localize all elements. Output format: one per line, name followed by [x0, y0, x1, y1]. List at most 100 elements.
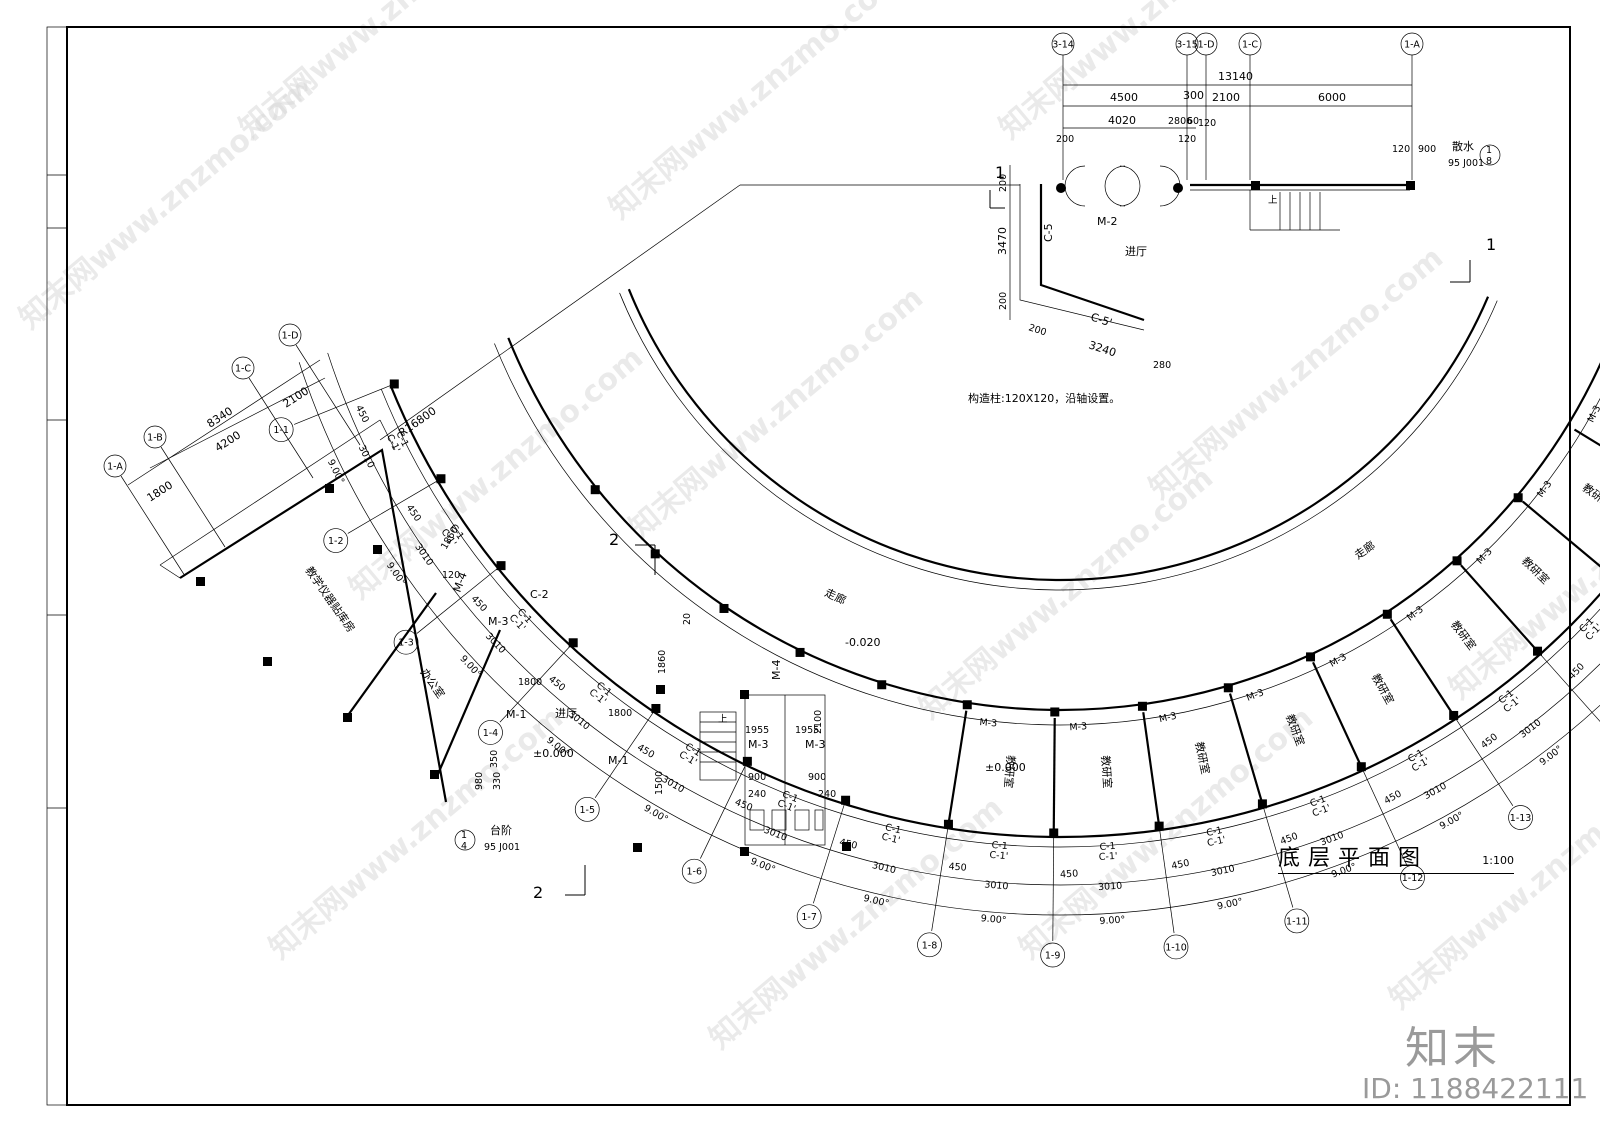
corridor-label-right: 走廊	[1352, 538, 1378, 562]
steps-detail-ref: 95 J001	[484, 842, 520, 853]
dim-entrance-4: 200	[1027, 322, 1048, 338]
column-corridor-1-13	[1382, 609, 1392, 619]
watermark-text: 知末网www.znzmo.com	[1143, 240, 1450, 506]
room-label-teaching-12: 教研室	[1448, 618, 1479, 653]
axis-label-1-11: 1-11	[1286, 916, 1308, 927]
dim-entrance-3: 200	[998, 292, 1009, 310]
dim-left-seg-1: 1800	[145, 478, 176, 504]
section-marks: 1 1 2 2	[533, 163, 1496, 902]
partition-wall-1-10	[1142, 712, 1160, 823]
column-outer-1-3	[496, 561, 506, 571]
left-axis-line-1-B	[160, 446, 226, 548]
axis-line-1-3	[416, 567, 499, 634]
column-outer-1-13	[1449, 710, 1459, 720]
axis-label-1-3: 1-3	[398, 638, 414, 649]
angle-label-8: 9.00°	[1099, 914, 1126, 927]
room-label-entry-hall-left: 进厅	[555, 707, 577, 720]
left-axis-label-1-A: 1-A	[107, 462, 123, 473]
detail-sheet-apron: 8	[1486, 156, 1492, 167]
column-corridor-1-14	[1452, 556, 1462, 566]
misc-dim-1800-a: 1800	[518, 677, 542, 688]
bay-dim-12: 3010	[1518, 717, 1544, 740]
left-axis-line-1-C	[248, 377, 314, 479]
axis-bubble-1-7	[796, 904, 822, 930]
image-id-label: ID: 1188422111	[1362, 1072, 1589, 1105]
axis-label-1-5: 1-5	[579, 805, 595, 816]
watermark-text: 知末网www.znzmo.com	[603, 0, 910, 226]
axis-bubble-1-10	[1163, 934, 1189, 960]
dim-top-sub-4: 120	[1198, 118, 1216, 129]
dim-top-seg-2: 300	[1183, 89, 1204, 102]
top-dimension-chain: 13140 4500 300 2100 6000 4020 2806 60 12…	[1056, 70, 1436, 180]
dim-arc-outer	[298, 362, 1600, 916]
column-corridor-1-15	[1513, 493, 1523, 503]
guide-line	[379, 184, 741, 441]
radius-label: R16800	[396, 404, 438, 439]
partition-wall-1-15	[1522, 500, 1600, 568]
level-left-hall: ±0.000	[533, 747, 574, 760]
partition-wall-1-9	[1052, 717, 1056, 829]
room-door-label-9: M-3	[1158, 711, 1178, 725]
axis-line-1-11	[1263, 807, 1294, 908]
column-corridor-1-11	[1223, 683, 1233, 693]
column-corridor-1-3	[590, 485, 600, 495]
stair-up-bottom: 上	[718, 714, 728, 725]
axis-label-1-8: 1-8	[922, 940, 938, 951]
detail-sheet-steps: 4	[461, 841, 467, 852]
column-outer-1-9	[1049, 828, 1059, 838]
top-axis-label-3-14: 3-14	[1052, 40, 1074, 51]
watermark-text: 知末网www.znzmo.com	[913, 460, 1220, 726]
axis-label-1-1: 1-1	[273, 425, 289, 436]
door-m2: M-2	[1097, 215, 1117, 228]
left-axis-line-1-D	[295, 344, 361, 446]
title-underline	[1278, 873, 1514, 874]
partition-wall-1-16	[1573, 428, 1600, 447]
plan-title: 底层平面图	[1278, 846, 1429, 871]
misc-dim-120-a: 120	[442, 570, 460, 581]
section-mark-1-right: 1	[1486, 235, 1496, 254]
column-corridor-1-12	[1306, 652, 1316, 662]
dim-top-seg-3: 2100	[1212, 91, 1240, 104]
axis-line-1-9	[1052, 836, 1055, 941]
stair-up-top: 上	[1268, 195, 1278, 206]
angle-label-12: 9.00°	[1538, 744, 1565, 768]
misc-labels: C-2 C-5 C-5' M-2 M-1 M-1 M-4 M-4 M-3 M-3…	[439, 215, 1117, 800]
top-axis-label-1-A: 1-A	[1404, 40, 1420, 51]
axis-bubble-1-2	[323, 528, 349, 553]
section-mark-2-top: 2	[609, 530, 619, 549]
dim-top-sub-5: 200	[1056, 134, 1074, 145]
axis-bubble-1-8	[917, 932, 942, 958]
column-outer-1-12	[1356, 762, 1366, 772]
stair-and-toilets	[633, 685, 851, 856]
dim-top-seg-4: 6000	[1318, 91, 1346, 104]
top-axis-label-3-15: 3-15	[1176, 40, 1198, 51]
room-door-label-7: M-3	[979, 717, 998, 729]
brand-logo: 知末	[1405, 1023, 1501, 1074]
axis-label-1-10: 1-10	[1165, 942, 1187, 953]
column-outer-1-1	[389, 379, 399, 389]
inner-arc-line	[619, 292, 1498, 591]
left-axis-bubble-1-C	[231, 356, 255, 380]
misc-dim-350: 350	[489, 750, 500, 768]
dim-top-sub-6: 120	[1178, 134, 1196, 145]
top-axis-label-1-D: 1-D	[1198, 40, 1215, 51]
watermark-text: 知末网www.znzmo.com	[993, 0, 1300, 146]
angle-label-0: 9.00°	[325, 458, 346, 486]
window-c2: C-2	[530, 588, 549, 601]
pier-dim-8: 450	[1060, 868, 1079, 880]
angle-label-7: 9.00°	[980, 913, 1007, 926]
axis-bubble-1-4	[478, 720, 503, 745]
column-corridor-1-5	[719, 603, 729, 613]
misc-dim-900-b: 900	[808, 772, 826, 783]
misc-dim-240-b: 240	[818, 789, 836, 800]
dim-left-seg-3: 2100	[281, 384, 312, 410]
steps-label: 台阶	[490, 823, 512, 837]
misc-dim-1800-b: 1800	[608, 708, 632, 719]
column-outer-1-7	[841, 795, 851, 805]
axis-line-1-6	[700, 764, 746, 859]
window-label-10: C-1	[1309, 794, 1328, 810]
section-mark-2-bottom: 2	[533, 883, 543, 902]
room-label-teaching-11: 教研室	[1369, 671, 1397, 707]
axis-line-1-8	[931, 828, 949, 932]
